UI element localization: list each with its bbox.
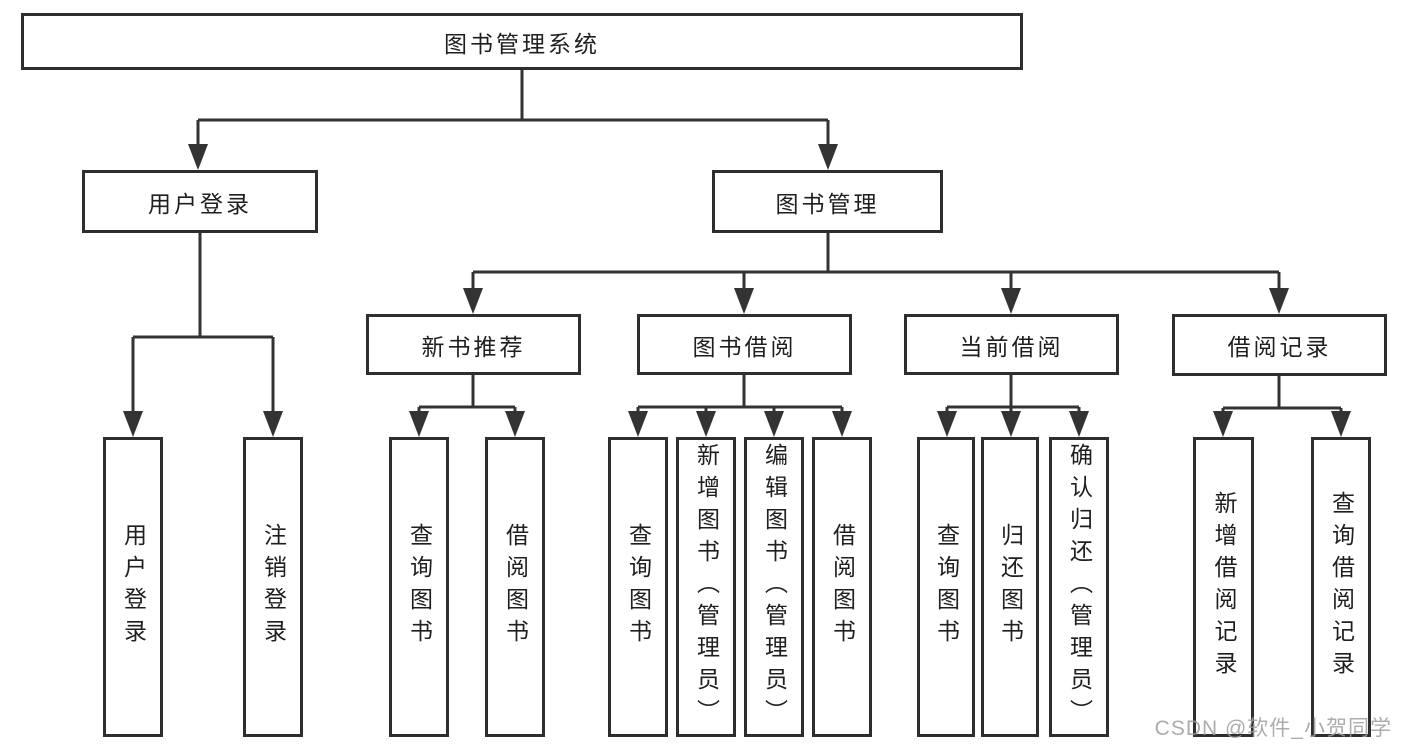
connector-root-to-level2 [188,70,838,170]
leaf-rec-borrow-book: 借阅图书 [485,437,545,737]
arrowhead [734,288,754,314]
node-label: 新增图书（管理员） [693,443,720,731]
node-label: 借阅记录 [1227,334,1332,360]
node-label: 用户登录 [120,523,147,651]
arrowhead [818,144,838,170]
node-user-login: 用户登录 [82,170,318,233]
leaf-bb-add-book-admin: 新增图书（管理员） [676,437,736,737]
arrowhead [123,411,143,437]
node-book-management: 图书管理 [712,170,943,233]
node-label: 确认归还（管理员） [1066,443,1093,731]
connector-bookborrow-to-leaves [628,375,852,437]
connector-currentborrow-to-leaves [937,375,1089,437]
arrowhead [1213,411,1233,437]
node-label: 借阅图书 [829,523,856,651]
leaf-bb-borrow-book: 借阅图书 [812,437,872,737]
node-library-management-system: 图书管理系统 [21,13,1023,70]
node-label: 编辑图书（管理员） [761,443,788,731]
arrowhead [832,411,852,437]
node-label: 查询图书 [933,523,960,651]
node-label: 归还图书 [997,523,1024,651]
leaf-bb-query-book: 查询图书 [608,437,668,737]
node-borrowing-records: 借阅记录 [1172,314,1387,376]
leaf-rec-query-book: 查询图书 [389,437,449,737]
connector-bookmgmt-to-level3 [463,233,1289,314]
node-label: 图书借阅 [692,333,797,360]
leaf-cb-query-book: 查询图书 [917,437,975,737]
node-label: 查询图书 [406,523,433,651]
leaf-logout: 注销登录 [243,437,303,737]
arrowhead [1331,411,1351,437]
leaf-cb-confirm-return-admin: 确认归还（管理员） [1049,437,1109,737]
leaf-br-query-record: 查询借阅记录 [1311,437,1371,737]
arrowhead [937,411,957,437]
arrowhead [696,411,716,437]
arrowhead [263,411,283,437]
node-book-borrowing: 图书借阅 [637,314,852,375]
connector-borrowrecords-to-leaves [1213,376,1351,437]
arrowhead [1069,411,1089,437]
node-label: 注销登录 [260,523,287,651]
node-label: 用户登录 [148,190,252,217]
leaf-br-add-record: 新增借阅记录 [1193,437,1254,737]
node-label: 图书管理 [775,190,880,217]
node-current-borrowing: 当前借阅 [904,314,1119,375]
node-label: 借阅图书 [502,523,529,651]
node-label: 图书管理系统 [444,30,600,57]
arrowhead [188,144,208,170]
arrowhead [1001,411,1021,437]
arrowhead [409,411,429,437]
node-label: 查询借阅记录 [1328,491,1355,683]
node-label: 新书推荐 [421,333,526,360]
node-label: 查询图书 [625,523,652,651]
arrowhead [463,288,483,314]
node-new-book-recommend: 新书推荐 [366,314,581,375]
arrowhead [1269,288,1289,314]
arrowhead [628,411,648,437]
node-label: 当前借阅 [959,333,1064,360]
connector-newbookrec-to-leaves [409,375,525,437]
csdn-watermark: CSDN @软件_小贺同学 [1154,717,1392,740]
arrowhead [764,411,784,437]
arrowhead [1001,288,1021,314]
leaf-bb-edit-book-admin: 编辑图书（管理员） [744,437,804,737]
connector-userlogin-to-leaves [123,233,283,437]
leaf-user-login: 用户登录 [103,437,163,737]
leaf-cb-return-book: 归还图书 [981,437,1039,737]
arrowhead [505,411,525,437]
node-label: 新增借阅记录 [1211,491,1237,683]
